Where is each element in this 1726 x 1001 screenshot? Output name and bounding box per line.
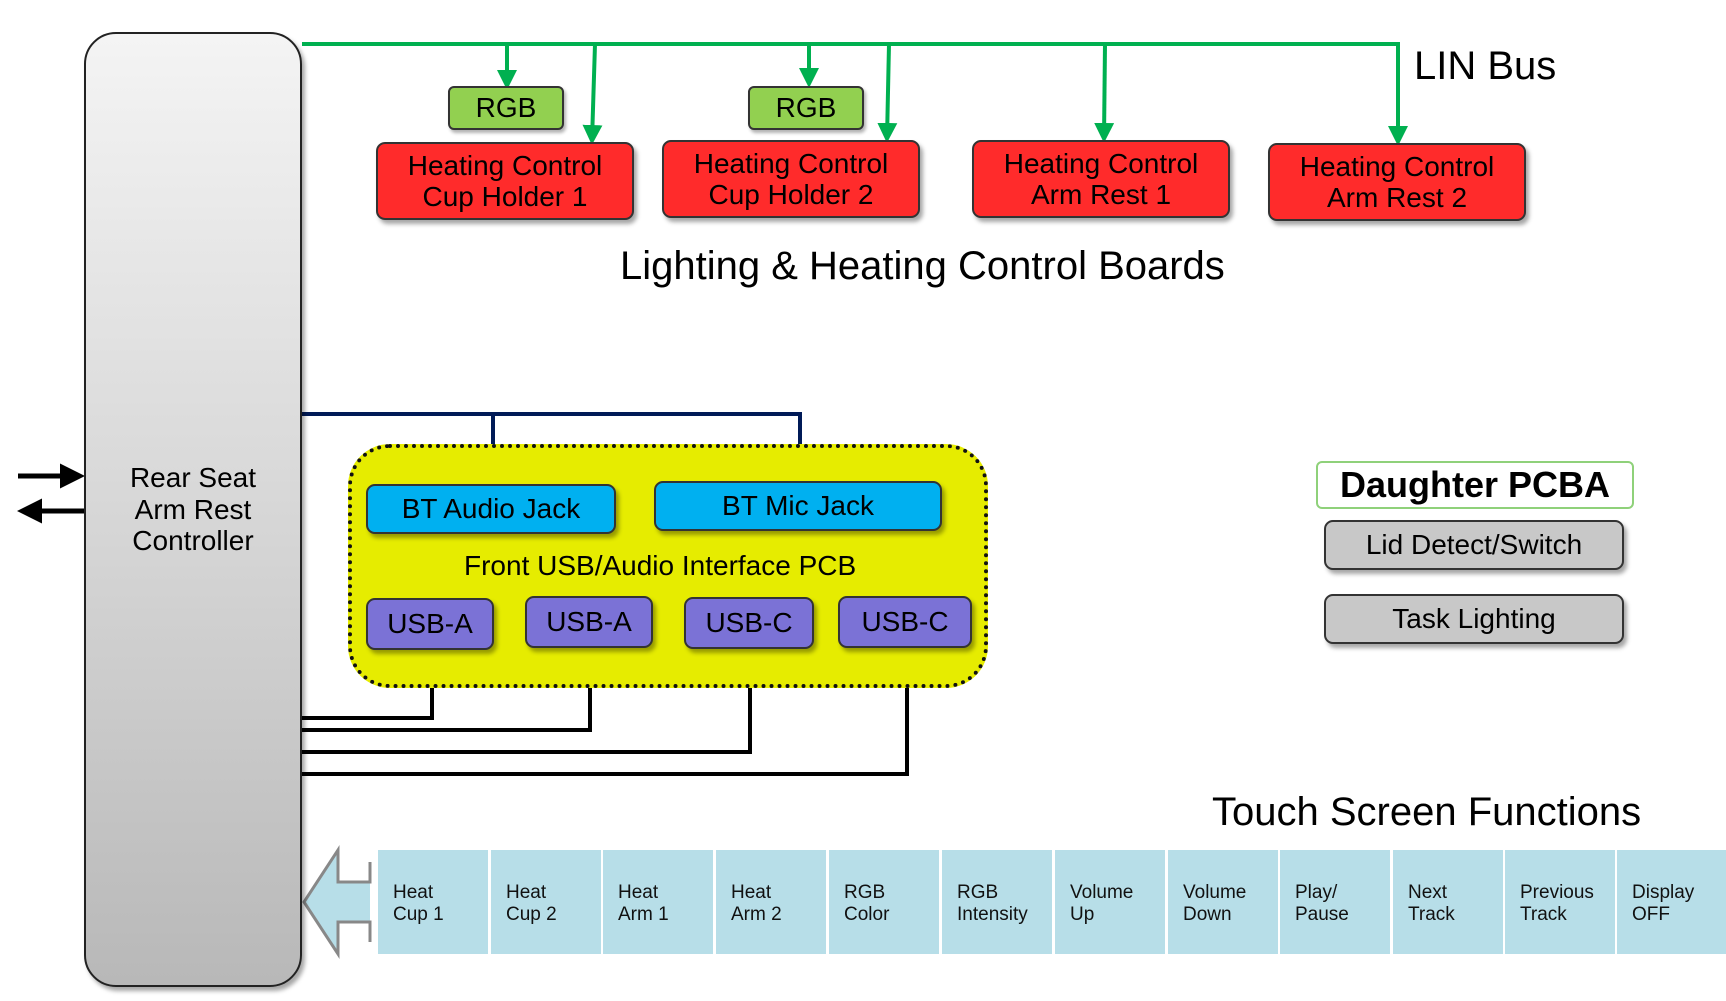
touch-function-rgb-color[interactable]: RGB Color	[829, 850, 939, 954]
daughter-pcba-title: Daughter PCBA	[1316, 461, 1634, 509]
usb-a-port-2: USB-A	[525, 596, 653, 648]
function-line: Up	[1070, 904, 1095, 926]
function-line: OFF	[1632, 904, 1670, 926]
function-line: Play/	[1295, 882, 1338, 903]
touch-screen-title: Touch Screen Functions	[1212, 790, 1642, 834]
function-line: Arm 1	[618, 904, 669, 926]
function-line: Intensity	[957, 904, 1028, 926]
function-line: RGB	[957, 882, 999, 903]
function-line: Heat	[506, 882, 547, 903]
heating-control-arm-rest-2: Heating Control Arm Rest 2	[1268, 143, 1526, 221]
rear-seat-arm-rest-controller: Rear Seat Arm Rest Controller	[84, 32, 302, 987]
function-line: Arm 2	[731, 904, 782, 926]
heating-board-line-2: Cup Holder 2	[708, 179, 874, 210]
task-lighting: Task Lighting	[1324, 594, 1624, 644]
function-line: Track	[1408, 904, 1455, 926]
heating-board-line-2: Arm Rest 2	[1326, 182, 1468, 213]
touch-function-heat-arm-1[interactable]: Heat Arm 1	[603, 850, 713, 954]
touch-function-rgb-intensity[interactable]: RGB Intensity	[942, 850, 1052, 954]
function-line: Volume	[1183, 882, 1247, 903]
function-line: Heat	[731, 882, 772, 903]
heating-board-line-1: Heating Control	[693, 147, 889, 179]
heating-control-cup-holder-2: Heating Control Cup Holder 2	[662, 140, 920, 218]
function-line: Track	[1520, 904, 1567, 926]
heating-board-line-2: Cup Holder 1	[422, 181, 588, 212]
heating-control-cup-holder-1: Heating Control Cup Holder 1	[376, 142, 634, 220]
controller-label-line-1: Rear Seat	[129, 462, 257, 494]
usb-c-port-1: USB-C	[684, 597, 814, 649]
boards-title: Lighting & Heating Control Boards	[620, 244, 1225, 288]
function-line: Heat	[393, 882, 434, 903]
lin-bus-lines	[302, 42, 1408, 146]
function-line: Cup 1	[393, 904, 444, 926]
heating-board-line-1: Heating Control	[1299, 150, 1495, 182]
lin-bus-label: LIN Bus	[1414, 44, 1557, 88]
controller-label-line-2: Arm Rest	[134, 493, 252, 525]
heating-board-line-1: Heating Control	[407, 149, 603, 181]
bt-mic-jack: BT Mic Jack	[654, 481, 942, 531]
heating-board-line-2: Arm Rest 1	[1030, 179, 1172, 210]
function-line: Display	[1632, 882, 1695, 903]
usb-c-port-2: USB-C	[838, 596, 972, 648]
touch-function-heat-arm-2[interactable]: Heat Arm 2	[716, 850, 826, 954]
external-io-arrows	[17, 463, 85, 524]
touch-function-next-track[interactable]: Next Track	[1393, 850, 1503, 954]
function-line: RGB	[844, 882, 886, 903]
controller-label-line-3: Controller	[132, 525, 254, 557]
bt-audio-jack: BT Audio Jack	[366, 484, 616, 534]
function-line: Color	[844, 904, 890, 926]
touch-screen-input-arrow	[302, 844, 372, 960]
touch-function-previous-track[interactable]: Previous Track	[1505, 850, 1615, 954]
function-line: Previous	[1520, 882, 1594, 903]
usb-a-port-1: USB-A	[366, 598, 494, 650]
function-line: Pause	[1295, 904, 1349, 926]
rgb-module-2: RGB	[748, 86, 864, 130]
touch-function-heat-cup-1[interactable]: Heat Cup 1	[378, 850, 488, 954]
function-line: Down	[1183, 904, 1232, 926]
function-line: Cup 2	[506, 904, 557, 926]
function-line: Volume	[1070, 882, 1134, 903]
touch-function-volume-down[interactable]: Volume Down	[1168, 850, 1278, 954]
heating-board-line-1: Heating Control	[1003, 147, 1199, 179]
heating-control-arm-rest-1: Heating Control Arm Rest 1	[972, 140, 1230, 218]
function-line: Next	[1408, 882, 1448, 903]
pcb-title: Front USB/Audio Interface PCB	[464, 550, 857, 581]
touch-function-display-off[interactable]: Display OFF	[1617, 850, 1726, 954]
touch-function-heat-cup-2[interactable]: Heat Cup 2	[491, 850, 601, 954]
function-line: Heat	[618, 882, 659, 903]
rgb-module-1: RGB	[448, 86, 564, 130]
touch-function-play-pause[interactable]: Play/ Pause	[1280, 850, 1390, 954]
touch-function-volume-up[interactable]: Volume Up	[1055, 850, 1165, 954]
lid-detect-switch: Lid Detect/Switch	[1324, 520, 1624, 570]
